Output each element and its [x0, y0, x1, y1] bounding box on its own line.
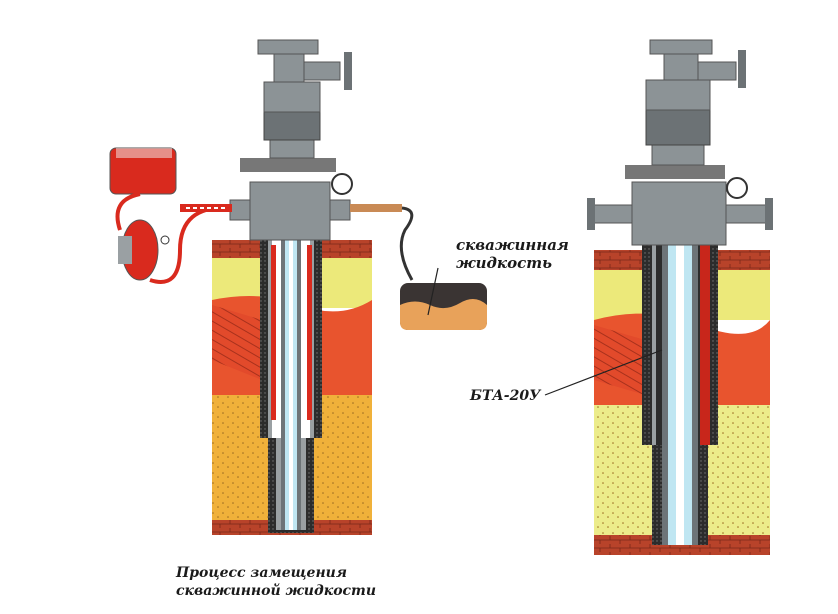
injection-line: [180, 204, 232, 212]
pressure-gauge-icon: [726, 177, 748, 199]
well-fluid-label-line1: скважинная: [456, 236, 569, 254]
caption-line2: скважинной жидкости: [176, 582, 376, 599]
tool-label: БТА-20У: [469, 388, 542, 404]
well-fluid-container: [400, 283, 487, 330]
downflow-arrows: [271, 245, 312, 420]
well-fluid-label-line2: жидкость: [456, 254, 552, 272]
return-line: [350, 204, 414, 281]
pressure-gauge-icon: [331, 173, 353, 195]
left-wellhead: [229, 39, 353, 241]
caption-line1: Процесс замещения: [175, 565, 347, 581]
left-well-casing: [260, 240, 322, 533]
right-well-casing: [642, 245, 718, 545]
tool-leader-line: [544, 349, 663, 396]
pump-unit: [115, 192, 231, 284]
right-wellhead: [587, 39, 773, 246]
left-tank: [109, 147, 177, 195]
well-fluid-leader-line: [427, 267, 439, 316]
